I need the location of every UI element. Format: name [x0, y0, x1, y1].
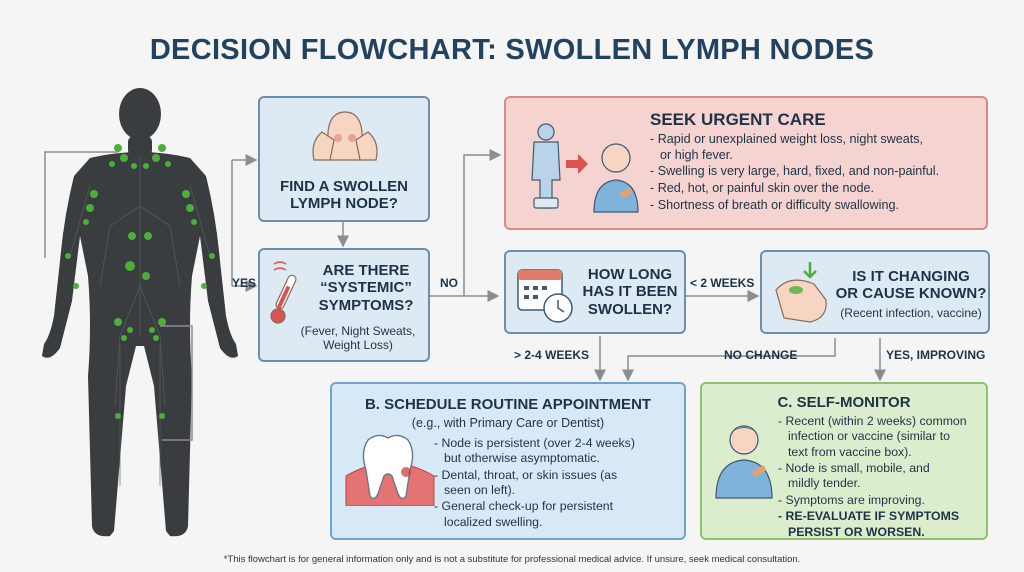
footnote-disclaimer: *This flowchart is for general informati…: [223, 554, 801, 565]
node-schedule-appointment: B. SCHEDULE ROUTINE APPOINTMENT (e.g., w…: [330, 382, 686, 540]
urgent-bullet: - Swelling is very large, hard, fixed, a…: [650, 164, 986, 180]
node-is-it-changing: IS IT CHANGING OR CAUSE KNOWN? (Recent i…: [760, 250, 990, 334]
bullet-text: seen on left).: [444, 483, 516, 498]
node-label-line: FIND A SWOLLEN: [279, 178, 409, 195]
selfmonitor-bullet: - Node is small, mobile, and mildly tend…: [778, 461, 986, 492]
node-find-swollen-node: FIND A SWOLLEN LYMPH NODE?: [258, 96, 430, 222]
bullet-text: - Symptoms are improving.: [778, 492, 925, 507]
bullet-text: - Red, hot, or painful skin over the nod…: [650, 181, 875, 196]
node-sub-line: (Fever, Night Sweats,: [300, 324, 416, 338]
bullet-text: PERSIST OR WORSEN.: [788, 524, 925, 539]
node-systemic-symptoms: ARE THERE “SYSTEMIC” SYMPTOMS? (Fever, N…: [258, 248, 430, 362]
edge-label-nochange: NO CHANGE: [724, 348, 798, 362]
bullet-text: - Dental, throat, or skin issues (as: [434, 467, 618, 482]
urgent-bullet: - Rapid or unexplained weight loss, nigh…: [650, 132, 986, 163]
bullet-text: mildly tender.: [788, 476, 861, 491]
edge-label-no: NO: [440, 276, 458, 290]
node-label-line: SWOLLEN?: [587, 300, 673, 318]
schedule-subtitle: (e.g., with Primary Care or Dentist): [411, 416, 605, 430]
bullet-text: - Recent (within 2 weeks) common: [778, 414, 967, 428]
bullet-text: text from vaccine box).: [788, 444, 912, 459]
bullet-text: - Rapid or unexplained weight loss, nigh…: [650, 132, 924, 146]
node-sub-line: (Recent infection, vaccine): [840, 306, 982, 320]
node-label-line: ARE THERE: [322, 262, 410, 279]
node-label-line: SYMPTOMS?: [318, 296, 414, 314]
tooth-icon: [345, 434, 435, 506]
bullet-text: - Shortness of breath or difficulty swal…: [650, 197, 899, 212]
selfmonitor-bullet: - Recent (within 2 weeks) common infecti…: [778, 414, 986, 460]
node-self-monitor: C. SELF-MONITOR - Recent (within 2 weeks…: [700, 382, 988, 540]
edge-label-improving: YES, IMPROVING: [886, 348, 986, 362]
edge-label-yes: YES: [232, 276, 257, 290]
edge-label-lt2: < 2 WEEKS: [690, 276, 755, 290]
node-label-line: OR CAUSE KNOWN?: [835, 285, 987, 303]
bullet-text: - RE-EVALUATE IF SYMPTOMS: [778, 509, 960, 524]
schedule-bullet: - Dental, throat, or skin issues (as see…: [434, 468, 684, 499]
page-title: DECISION FLOWCHART: SWOLLEN LYMPH NODES: [149, 34, 875, 66]
urgent-bullet: - Red, hot, or painful skin over the nod…: [650, 181, 986, 197]
urgent-title: SEEK URGENT CARE: [650, 110, 826, 129]
node-sub-line: Weight Loss): [323, 338, 393, 353]
node-how-long: HOW LONG HAS IT BEEN SWOLLEN?: [504, 250, 686, 334]
selfmonitor-title: C. SELF-MONITOR: [777, 394, 911, 411]
bullet-text: - Node is small, mobile, and: [778, 461, 930, 476]
vaccinated-person-icon: [715, 425, 773, 499]
bullet-text: - Swelling is very large, hard, fixed, a…: [650, 164, 940, 179]
schedule-bullet: - Node is persistent (over 2-4 weeks) bu…: [434, 436, 684, 467]
bullet-text: or high fever.: [660, 147, 733, 162]
node-label-line: HAS IT BEEN: [582, 283, 678, 301]
selfmonitor-emphasis: - RE-EVALUATE IF SYMPTOMS PERSIST OR WOR…: [778, 509, 986, 540]
lymph-node-markers: [65, 144, 215, 419]
bullet-text: but otherwise asymptomatic.: [444, 451, 600, 466]
selfmonitor-bullet: - Symptoms are improving.: [778, 493, 986, 508]
schedule-bullet: - General check-up for persistent locali…: [434, 499, 684, 530]
calendar-clock-icon: [517, 269, 573, 323]
node-label-line: HOW LONG: [587, 266, 673, 283]
node-label-line: “SYSTEMIC”: [320, 279, 412, 297]
urgent-bullet: - Shortness of breath or difficulty swal…: [650, 198, 986, 214]
schedule-title: B. SCHEDULE ROUTINE APPOINTMENT: [364, 396, 652, 413]
edge-label-gt24: > 2-4 WEEKS: [514, 348, 590, 362]
bullet-text: - General check-up for persistent: [434, 499, 614, 514]
bullet-text: localized swelling.: [444, 514, 543, 529]
node-label-line: IS IT CHANGING: [852, 268, 970, 285]
urgent-care-patient-icon: [531, 123, 639, 213]
finger-touch-icon: [775, 262, 827, 323]
bullet-text: infection or vaccine (similar to: [788, 429, 950, 444]
bullet-text: - Node is persistent (over 2-4 weeks): [434, 436, 635, 450]
neck-palpation-icon: [312, 111, 378, 161]
node-label-line: LYMPH NODE?: [290, 195, 398, 213]
node-seek-urgent-care: SEEK URGENT CARE - Rapid or unexplained …: [504, 96, 988, 230]
thermometer-icon: [270, 261, 297, 324]
